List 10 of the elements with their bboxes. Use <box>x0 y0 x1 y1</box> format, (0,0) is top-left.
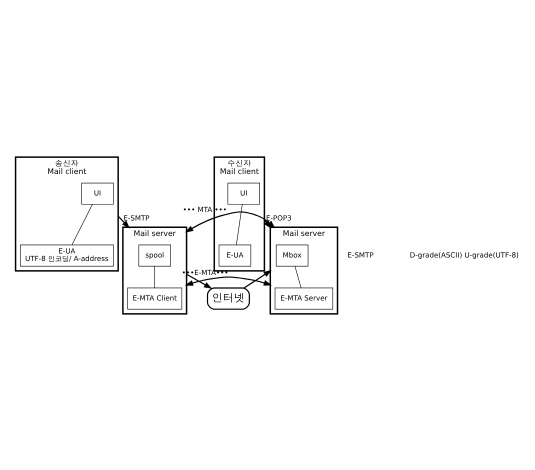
connector <box>294 265 302 288</box>
node-box: 인터넷 <box>206 286 250 310</box>
arrow <box>185 210 276 232</box>
connector <box>236 203 243 245</box>
arrow <box>186 273 212 288</box>
arrow <box>244 269 272 288</box>
arrow <box>184 276 272 286</box>
connector <box>72 203 93 245</box>
connector <box>154 265 156 288</box>
arrow <box>118 215 130 228</box>
